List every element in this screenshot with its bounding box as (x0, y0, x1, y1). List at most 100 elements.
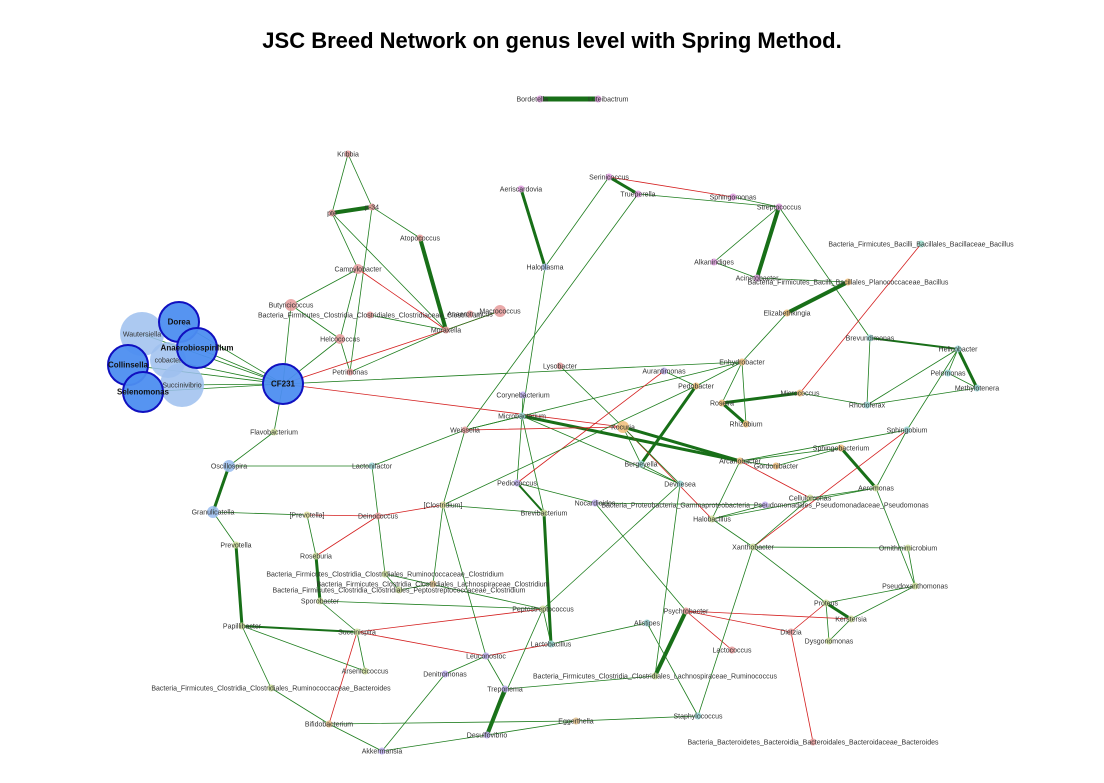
node-label: Proteus (814, 601, 839, 608)
edge-lactobacillus-peptostreptococcus (542, 608, 552, 645)
node-label: Bacteria_Firmicutes_Clostridia_Clostridi… (266, 572, 503, 579)
node-label: Weissella (450, 428, 480, 435)
edge-bergeyella-devriesea (640, 463, 681, 485)
node-butyricicoccus: Butyricicoccus (269, 299, 314, 311)
node-flavobacterium: Flavobacterium (250, 428, 298, 437)
node-label: Papillibacter (223, 624, 262, 631)
edge-halobacillus-aeromonas (711, 487, 877, 520)
edge-desulfovibrio-peptostreptococcus (486, 608, 544, 736)
edge-bifidobacterium-succinispira (328, 631, 358, 725)
node-label: Lysobacter (543, 364, 578, 371)
edge-layer (127, 96, 979, 752)
edge-kribbia-pte (331, 153, 349, 214)
node-marker (344, 150, 352, 158)
edge-succinispira-leuconostoc (356, 631, 487, 657)
edge-succinispira-peptostreptococcus (356, 608, 544, 633)
node-marker (442, 326, 450, 334)
node-label: Succinivibrio (162, 383, 201, 390)
edge-leuconostoc-denitromonas (444, 655, 487, 675)
node-label: Granulicatella (192, 510, 235, 517)
node-marker (556, 362, 564, 370)
node-marker (378, 747, 386, 755)
node-weissella: Weissella (450, 426, 480, 435)
node-marker (847, 615, 855, 623)
edge-oscillospira-granulicatella (211, 464, 231, 514)
node-marker (753, 274, 761, 282)
edge-arcanobacter-cellulomonas (739, 460, 811, 499)
edge-arcanobacter-halobacillus (711, 460, 741, 520)
node-marker (634, 190, 642, 198)
edge-helicobacter-methylotenera (956, 347, 979, 390)
node-label: Bordetella (516, 97, 548, 104)
node-marker (232, 541, 240, 549)
node-arsenicicoccus: Arsenicicoccus (342, 667, 389, 676)
node-marker (335, 334, 345, 344)
node-label: Oscillospira (211, 464, 247, 471)
node-label: Lactonifactor (352, 464, 393, 471)
node-marker (325, 720, 333, 728)
node-label: Roseburia (300, 554, 332, 561)
node-label: Gordonibacter (754, 464, 799, 471)
node-cf231: CF231 (262, 363, 304, 405)
node-marker (809, 738, 817, 746)
node-bfbp_bacillus: Bacteria_Firmicutes_Bacilli_Bacillales_P… (748, 278, 949, 287)
edge-treponema-bfccr_rumino (504, 675, 656, 690)
edge-serinicoccus-sphingomonas (608, 176, 734, 198)
node-treponema: Treponema (487, 685, 523, 694)
node-marker (917, 240, 925, 248)
edge-kocuria-bergeyella (622, 426, 642, 465)
node-marker (806, 494, 814, 502)
node-marker (539, 605, 547, 613)
node-sphingomonas: Sphingomonas (710, 193, 757, 202)
node-marker (872, 484, 880, 492)
node-label: Akkermansia (362, 749, 403, 756)
node-peptostreptococcus: Peptostreptococcus (512, 605, 574, 614)
node-corynebacterium: Corynebacterium (496, 391, 550, 400)
node-marker (825, 637, 833, 645)
edge-campylobacter-butyricicoccus (290, 268, 359, 306)
node-bfccr_rumino: Bacteria_Firmicutes_Clostridia_Clostridi… (533, 672, 777, 681)
node-bfbb_bacillus: Bacteria_Firmicutes_Bacilli_Bacillales_B… (828, 240, 1014, 249)
edge-aurantimonas-pedobacter (663, 370, 697, 387)
edge-bppe_pseudo-nocardioides (594, 502, 766, 506)
node-label: Kribbia (337, 152, 359, 159)
edge-dietzia-proteus (790, 602, 827, 633)
node-pediococcus: Pediococcus (497, 479, 537, 488)
chart-title: JSC Breed Network on genus level with Sp… (262, 28, 842, 53)
edge-butyricicoccus-helcococcus (290, 304, 341, 340)
node-p34: p-34 (365, 203, 379, 212)
node-methylotenera: Methylotenera (955, 384, 999, 393)
node-bordetella: Bordetella (516, 95, 548, 104)
node-label: Sporobacter (301, 599, 340, 606)
edge-clostridium_br-bfccl_clost (432, 504, 444, 585)
node-label: [Clostridium] (424, 503, 463, 510)
edge-elizabethkingia-enhydrobacter (741, 312, 788, 363)
edge-bifidobacterium-akkermansia (328, 723, 383, 752)
node-marker (494, 305, 506, 317)
node-marker (395, 586, 403, 594)
node-brevibacterium: Brevibacterium (521, 509, 568, 518)
node-marker (441, 670, 449, 678)
edge-bifidobacterium-eggerthella (328, 720, 577, 725)
edge-kribbia-p34 (347, 153, 373, 208)
node-label: CF231 (271, 380, 296, 389)
node-aurantimonas: Aurantimonas (642, 367, 686, 376)
node-label: Pseudoxanthomonas (882, 584, 948, 591)
edge-campylobacter-helcococcus (339, 268, 359, 340)
edge-psychrobacter-lactococcus (685, 610, 733, 651)
edge-microbacterium-pediococcus (516, 415, 523, 484)
edge-enhydrobacter-roseira (721, 361, 743, 404)
node-label: Bifidobacterium (305, 722, 353, 729)
edge-xanthobacter-ornithinimicrobium (752, 546, 909, 549)
node-marker (513, 479, 521, 487)
edge-aeromonas-pseudoxanthomonas (875, 487, 916, 587)
edge-proteus-kerstersia (824, 601, 853, 621)
edge-bfbb_bacillus-micrococcus (799, 243, 922, 394)
node-serinicoccus: Serinicoccus (589, 173, 629, 182)
node-label: Nocardioides (575, 501, 616, 508)
node-marker (954, 345, 962, 353)
edge-psychrobacter-bfccr_rumino (653, 609, 688, 678)
edge-serinicoccus-truepera (607, 175, 640, 196)
edge-sphingomonas-streptococcus (732, 196, 780, 208)
